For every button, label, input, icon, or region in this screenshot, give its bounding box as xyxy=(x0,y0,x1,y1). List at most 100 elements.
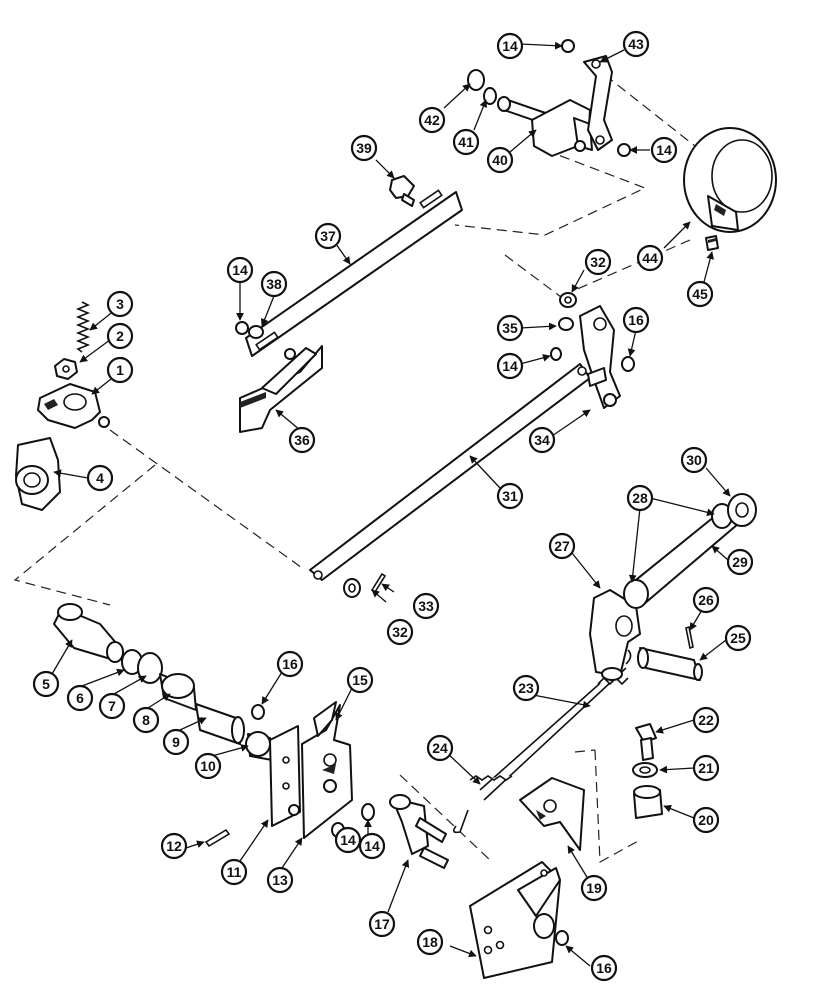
callout-20: 20 xyxy=(692,806,720,834)
svg-text:14: 14 xyxy=(364,838,380,854)
parts-group xyxy=(15,39,777,979)
callout-14-e: 14 xyxy=(496,32,524,60)
part-washers-upper xyxy=(550,292,635,372)
part-flat-bar xyxy=(245,189,463,357)
svg-text:22: 22 xyxy=(698,712,714,728)
callout-17: 17 xyxy=(368,910,396,938)
callout-14-d: 14 xyxy=(226,256,254,284)
part-spacer xyxy=(633,785,663,819)
svg-text:2: 2 xyxy=(116,328,124,344)
part-ring-clamp xyxy=(683,127,777,233)
part-washer-32-lower xyxy=(343,578,361,598)
svg-text:15: 15 xyxy=(352,672,368,688)
svg-text:24: 24 xyxy=(432,740,448,756)
callout-21: 21 xyxy=(692,754,720,782)
svg-text:36: 36 xyxy=(294,432,310,448)
part-bolt xyxy=(635,723,657,761)
callout-42: 42 xyxy=(418,106,446,134)
svg-text:14: 14 xyxy=(656,142,672,158)
callout-45: 45 xyxy=(686,280,714,308)
svg-text:30: 30 xyxy=(686,452,702,468)
part-cotter xyxy=(685,625,694,650)
callout-23: 23 xyxy=(512,674,540,702)
svg-text:14: 14 xyxy=(502,358,518,374)
svg-text:27: 27 xyxy=(554,538,570,554)
svg-text:19: 19 xyxy=(586,880,602,896)
callout-19: 19 xyxy=(580,874,608,902)
callout-38: 38 xyxy=(260,270,288,298)
svg-text:42: 42 xyxy=(424,112,440,128)
svg-text:4: 4 xyxy=(96,470,104,486)
callout-9: 9 xyxy=(162,728,190,756)
part-plate xyxy=(269,725,301,827)
part-shaft xyxy=(53,603,124,663)
svg-text:14: 14 xyxy=(232,262,248,278)
callout-25: 25 xyxy=(724,624,752,652)
svg-text:14: 14 xyxy=(340,832,356,848)
part-washer-16-bottom xyxy=(555,930,569,946)
callout-2: 2 xyxy=(106,322,134,350)
part-rings-41-42 xyxy=(467,69,497,105)
callout-37: 37 xyxy=(314,222,342,250)
svg-text:26: 26 xyxy=(698,592,714,608)
part-bushing-b xyxy=(245,731,273,761)
callout-6: 6 xyxy=(66,684,94,712)
svg-text:41: 41 xyxy=(458,134,474,150)
svg-text:45: 45 xyxy=(692,286,708,302)
callout-16-c: 16 xyxy=(622,306,650,334)
callout-27: 27 xyxy=(548,532,576,560)
svg-text:18: 18 xyxy=(422,934,438,950)
callout-15: 15 xyxy=(346,666,374,694)
svg-text:43: 43 xyxy=(628,36,644,52)
callout-22: 22 xyxy=(692,706,720,734)
callout-31: 31 xyxy=(496,482,524,510)
callout-34: 34 xyxy=(528,426,556,454)
svg-text:12: 12 xyxy=(166,838,182,854)
part-crank xyxy=(389,794,449,869)
callout-16-a: 16 xyxy=(276,650,304,678)
svg-text:20: 20 xyxy=(698,812,714,828)
svg-text:23: 23 xyxy=(518,680,534,696)
callout-14-f: 14 xyxy=(650,136,678,164)
callout-16-b: 16 xyxy=(590,954,618,982)
part-lever-arm xyxy=(579,305,621,409)
part-bushing-a xyxy=(159,673,197,711)
svg-text:17: 17 xyxy=(374,916,390,932)
svg-text:11: 11 xyxy=(227,864,242,880)
part-washer-16-left xyxy=(251,704,265,720)
svg-text:25: 25 xyxy=(730,630,746,646)
callout-10: 10 xyxy=(194,752,222,780)
part-lever-block xyxy=(37,383,110,429)
part-rod-28-29-30 xyxy=(623,493,757,609)
part-pin xyxy=(204,828,231,848)
part-rod-spring xyxy=(452,649,632,834)
svg-text:1: 1 xyxy=(116,362,124,378)
svg-text:29: 29 xyxy=(732,554,748,570)
part-washers-38-14 xyxy=(235,321,264,339)
svg-text:5: 5 xyxy=(42,676,50,692)
part-latch xyxy=(301,701,353,839)
part-clamp-block xyxy=(239,345,323,433)
callout-1: 1 xyxy=(106,356,134,384)
svg-text:8: 8 xyxy=(142,712,150,728)
svg-text:34: 34 xyxy=(534,432,550,448)
part-bracket xyxy=(15,437,61,511)
part-set-screw xyxy=(705,235,719,251)
callout-labels: 3 2 1 4 5 6 7 8 9 10 11 12 13 15 16 14 1… xyxy=(32,30,754,982)
callout-26: 26 xyxy=(692,586,720,614)
svg-text:37: 37 xyxy=(320,228,336,244)
svg-text:31: 31 xyxy=(502,488,518,504)
svg-text:21: 21 xyxy=(698,760,714,776)
callout-14-a: 14 xyxy=(334,826,362,854)
part-long-link xyxy=(309,363,591,581)
svg-text:28: 28 xyxy=(632,490,648,506)
callout-4: 4 xyxy=(86,464,114,492)
svg-text:32: 32 xyxy=(392,624,408,640)
svg-text:6: 6 xyxy=(76,690,84,706)
svg-text:35: 35 xyxy=(502,320,518,336)
callout-14-b: 14 xyxy=(358,832,386,860)
svg-text:44: 44 xyxy=(642,250,658,266)
callout-28: 28 xyxy=(626,484,654,512)
part-pin-33 xyxy=(370,572,387,594)
